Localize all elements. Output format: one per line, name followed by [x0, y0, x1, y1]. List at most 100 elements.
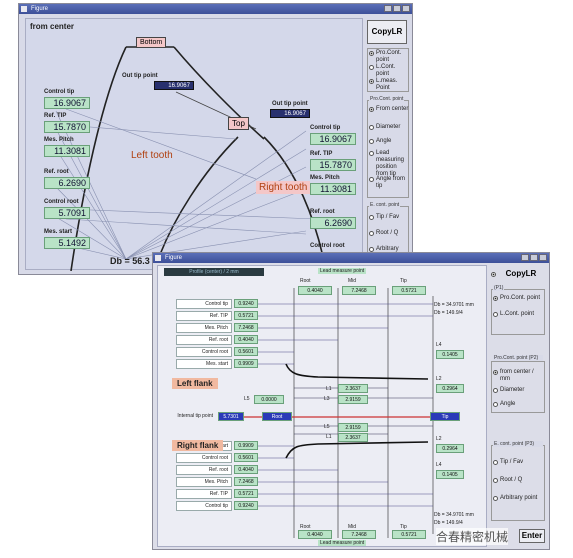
window-app-icon	[155, 255, 161, 261]
enter-button[interactable]: Enter	[519, 529, 545, 543]
maximize-button[interactable]	[530, 254, 538, 261]
l-marker-value: 0.2964	[436, 444, 464, 453]
bottom-value-tip: 0.5721	[392, 530, 426, 539]
right-field-label: Control tip	[310, 125, 341, 131]
e-cont-group-title: E. cont. point	[369, 202, 401, 208]
radio-from-center[interactable]: From center	[369, 106, 409, 113]
radio-root-q[interactable]: Root / Q	[369, 230, 409, 237]
right-row-value: 0.9909	[234, 441, 258, 450]
radio-l-cont[interactable]: L.Cont. point	[369, 64, 409, 78]
top-value-tip: 0.5721	[392, 286, 426, 295]
internal-tip-right: Tip	[430, 412, 460, 421]
right-tooth-label: Right tooth	[256, 181, 311, 194]
p1-group-title: (P1)	[493, 285, 505, 291]
profile-plot-area: Profile (center) / 2 mm Lead measure poi…	[157, 265, 487, 547]
left-field-label: Mes. Pitch	[44, 137, 74, 143]
l-marker-name: L4	[436, 462, 442, 468]
out-tip-left-value: 16.9067	[154, 81, 194, 90]
right-field-value: 11.3081	[310, 183, 356, 195]
top-window-title: Figure	[31, 6, 49, 12]
left-row-value: 0.9909	[234, 359, 258, 368]
radio-angle[interactable]: Angle	[493, 401, 543, 408]
db-top-note-2: Db = 149.9/4	[434, 310, 463, 316]
out-tip-right-value: 16.9067	[270, 109, 310, 118]
close-button[interactable]	[539, 254, 547, 261]
db-label: Db = 56.3	[110, 256, 150, 266]
profile-lines	[228, 288, 434, 538]
internal-tip-left-value: 5.7301	[218, 412, 244, 421]
radio-root-q[interactable]: Root / Q	[493, 477, 543, 484]
right-flank-label: Right flank	[172, 440, 224, 451]
db-bottom-note: Db = 34.9701 mm	[434, 512, 474, 518]
right-row-label: Mes. Pitch	[176, 477, 232, 487]
bottom-window-titlebar[interactable]: Figure	[153, 253, 549, 263]
close-button[interactable]	[402, 5, 410, 12]
copy-lr-check[interactable]	[491, 271, 496, 277]
left-row-value: 0.9240	[234, 299, 258, 308]
l-marker-value: 0.1405	[436, 470, 464, 479]
radio-tip-fav[interactable]: Tip / Fav	[493, 459, 543, 466]
radio-pro-cont[interactable]: Pro.Cont. point	[493, 295, 543, 302]
left-row-label: Ref. root	[176, 335, 232, 345]
right-row-label: Control tip	[176, 501, 232, 511]
left-row-label: Mes. Pitch	[176, 323, 232, 333]
radio-angle[interactable]: Angle	[369, 138, 409, 145]
left-field-label: Ref. TIP	[44, 113, 67, 119]
top-side-panel: CopyLR Pro.Cont. point L.Cont. point L.m…	[365, 16, 411, 274]
left-field-value: 15.7870	[44, 121, 90, 133]
left-row-value: 0.4040	[234, 335, 258, 344]
l-marker-name: L5	[244, 396, 250, 402]
db-top-note: Db = 34.9701 mm	[434, 302, 474, 308]
bottom-tag: Bottom	[136, 37, 167, 48]
out-tip-right-label: Out tip point	[272, 101, 308, 107]
left-tooth-label: Left tooth	[131, 150, 173, 161]
right-row-label: Ref. root	[176, 465, 232, 475]
l-marker-value: 0.2964	[436, 384, 464, 393]
radio-tip-fav[interactable]: Tip / Fav	[369, 214, 409, 221]
bottom-window-title: Figure	[165, 255, 183, 261]
radio-angle-from-tip[interactable]: Angle from tip	[369, 176, 409, 190]
right-row-value: 7.2468	[234, 477, 258, 486]
bottom-window: Figure Profile (center) / 2 mm Lead meas…	[152, 252, 550, 550]
right-field-value: 15.7870	[310, 159, 356, 171]
out-tip-left-label: Out tip point	[122, 73, 158, 79]
bottom-header-mid: Mid	[348, 524, 357, 530]
radio-diameter[interactable]: Diameter	[369, 124, 409, 131]
top-value-root: 0.4040	[298, 286, 332, 295]
radio-l-cont[interactable]: L.Cont. point	[493, 311, 543, 318]
contour-point-group	[367, 48, 409, 92]
left-field-label: Ref. root	[44, 169, 69, 175]
l-marker-name: L1	[326, 434, 332, 440]
l-marker-value: 2.3637	[338, 433, 368, 442]
minimize-button[interactable]	[521, 254, 529, 261]
radio-arbitrary[interactable]: Arbitrary point	[493, 495, 543, 502]
left-field-label: Control tip	[44, 89, 75, 95]
right-row-value: 0.5601	[234, 453, 258, 462]
top-header-root: Root	[300, 278, 311, 284]
lead-measure-bottom: Lead measure point	[318, 540, 367, 546]
db-bottom-note-2: Db = 149.9/4	[434, 520, 463, 526]
top-header-tip: Tip	[400, 278, 407, 284]
l-marker-name: L2	[436, 376, 442, 382]
mode-label: from center	[30, 22, 75, 31]
p1-group	[491, 289, 545, 335]
left-row-label: Ref. TIP	[176, 311, 232, 321]
radio-l-meas[interactable]: L.meas. Point	[369, 78, 409, 92]
copy-lr-button[interactable]: CopyLR	[505, 269, 537, 278]
top-window-titlebar[interactable]: Figure	[19, 4, 412, 14]
left-row-label: Control root	[176, 347, 232, 357]
top-window: Figure from center	[18, 3, 413, 275]
right-row-value: 0.9240	[234, 501, 258, 510]
radio-from-center[interactable]: from center / mm	[493, 369, 543, 383]
radio-diameter[interactable]: Diameter	[493, 387, 543, 394]
left-flank-label: Left flank	[172, 378, 218, 389]
maximize-button[interactable]	[393, 5, 401, 12]
left-row-value: 0.5601	[234, 347, 258, 356]
left-field-label: Control root	[44, 199, 79, 205]
l-marker-name: L5	[324, 424, 330, 430]
p3-group-title: E. cont. point (P3)	[493, 441, 543, 447]
radio-pro-cont[interactable]: Pro.Cont. point	[369, 50, 409, 64]
copy-lr-button[interactable]: CopyLR	[367, 20, 407, 44]
minimize-button[interactable]	[384, 5, 392, 12]
radio-lead-measuring[interactable]: Lead measuring position from tip	[369, 150, 409, 178]
